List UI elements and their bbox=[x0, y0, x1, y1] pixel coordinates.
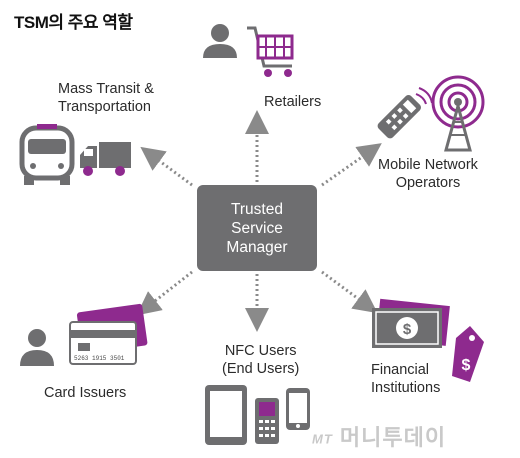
signal-tower-icon bbox=[431, 75, 485, 152]
center-line-3: Manager bbox=[226, 238, 288, 256]
mno-label-line-2: Operators bbox=[395, 175, 461, 191]
card-number-text: 5263 1915 3501 bbox=[74, 355, 125, 362]
transit-label-line-1: Mass Transit & bbox=[58, 81, 154, 97]
smartphone-icon bbox=[286, 388, 310, 430]
center-line-1: Trusted bbox=[231, 200, 283, 218]
feature-phone-icon bbox=[255, 398, 279, 444]
financial-label-line-1: Financial bbox=[371, 362, 430, 378]
arrow-to-mno bbox=[321, 143, 382, 187]
person-icon bbox=[203, 24, 237, 58]
person-icon bbox=[20, 329, 54, 366]
tag-dollar-sign: $ bbox=[462, 357, 471, 374]
retailers-label: Retailers bbox=[264, 94, 322, 110]
nfc-label-line-2: (End Users) bbox=[222, 361, 300, 377]
page-title: TSM의 주요 역할 bbox=[14, 13, 133, 32]
nfc-label-line-1: NFC Users bbox=[224, 343, 297, 359]
watermark-text: 머니투데이 bbox=[339, 425, 447, 450]
money-icon: $ bbox=[372, 298, 450, 348]
truck-icon bbox=[80, 142, 131, 176]
credit-card-icon: 5263 1915 3501 bbox=[69, 303, 148, 365]
price-tag-icon: $ bbox=[452, 326, 484, 382]
arrow-to-card-issuers bbox=[136, 270, 193, 316]
arrow-to-financial bbox=[321, 270, 378, 314]
mobile-phone-icon bbox=[377, 87, 433, 139]
center-line-2: Service bbox=[231, 219, 283, 237]
mno-label: Mobile Network Operators bbox=[378, 156, 478, 192]
tablet-icon bbox=[205, 385, 247, 445]
card-issuers-label: Card Issuers bbox=[44, 385, 127, 401]
watermark-prefix: MT bbox=[312, 431, 333, 447]
transit-label: Mass Transit & Transportation bbox=[58, 80, 154, 116]
mno-label-line-1: Mobile Network bbox=[378, 157, 478, 173]
bus-icon bbox=[19, 124, 75, 185]
dollar-sign: $ bbox=[403, 321, 412, 338]
shopping-cart-icon bbox=[247, 26, 294, 77]
arrow-to-transit bbox=[140, 146, 193, 187]
transit-label-line-2: Transportation bbox=[58, 99, 151, 115]
watermark: MT 머니투데이 bbox=[312, 420, 446, 452]
financial-label-line-2: Institutions bbox=[371, 380, 441, 396]
financial-label: Financial Institutions bbox=[371, 361, 440, 397]
nfc-users-label: NFC Users (End Users) bbox=[222, 342, 299, 378]
tsm-center-box: Trusted Service Manager bbox=[197, 185, 317, 271]
